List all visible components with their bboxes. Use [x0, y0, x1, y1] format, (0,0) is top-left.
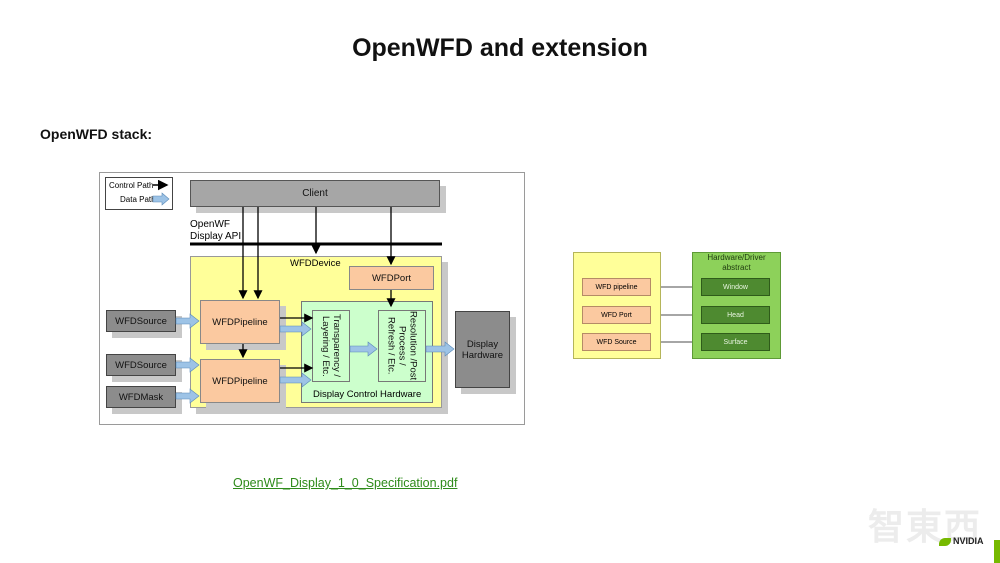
nvidia-eye-icon	[939, 537, 951, 546]
display-hardware-line1: Display	[466, 338, 499, 350]
transparency-label: Transparency / Layering / Etc.	[320, 314, 342, 378]
data-arrow-transparency-to-resolution	[349, 341, 378, 357]
nvidia-logo: NVIDIA	[939, 536, 984, 546]
hardware-abstract-header: Hardware/Driver abstract	[692, 253, 781, 273]
api-label: OpenWF Display API	[190, 219, 241, 243]
data-arrow-source1-to-pipeline1	[175, 313, 200, 329]
section-subtitle: OpenWFD stack:	[40, 126, 153, 142]
wfd-mask-box: WFDMask	[106, 386, 176, 408]
wfd-pipeline-item: WFD pipeline	[582, 278, 651, 296]
data-arrow-pipeline2-to-dch	[279, 372, 312, 388]
head-item: Head	[701, 306, 770, 324]
display-control-hardware-label: Display Control Hardware	[313, 389, 422, 400]
api-label-line2: Display API	[190, 231, 242, 242]
wfd-source-box-2: WFDSource	[106, 354, 176, 376]
wfd-source-item: WFD Source	[582, 333, 651, 351]
display-hardware-line2: Hardware	[461, 349, 504, 361]
wfd-pipeline-box-1: WFDPipeline	[200, 300, 280, 344]
legend-data-path-label: Data Path	[120, 195, 156, 204]
client-box: Client	[190, 180, 440, 207]
data-arrow-pipeline1-to-dch	[279, 321, 312, 337]
api-label-line1: OpenWF	[190, 219, 231, 230]
data-arrow-dch-to-display-hardware	[425, 341, 455, 357]
wfd-port-box: WFDPort	[349, 266, 434, 290]
hardware-abstract-header-line1: Hardware/Driver	[707, 253, 766, 262]
display-hardware-box: Display Hardware	[455, 311, 510, 388]
watermark-logo: 智東西	[868, 506, 983, 547]
hardware-abstract-header-line2: abstract	[722, 263, 751, 272]
transparency-box: Transparency / Layering / Etc.	[312, 310, 350, 382]
wfd-source-box-1: WFDSource	[106, 310, 176, 332]
wfd-pipeline-box-2: WFDPipeline	[200, 359, 280, 403]
resolution-box: Resolution /Post Process / Refresh / Etc…	[378, 310, 426, 382]
specification-link[interactable]: OpenWF_Display_1_0_Specification.pdf	[233, 476, 458, 490]
resolution-label: Resolution /Post Process / Refresh / Etc…	[385, 311, 419, 381]
page-title: OpenWFD and extension	[352, 34, 648, 62]
legend-control-path-label: Control Path	[109, 181, 154, 190]
legend-data-arrow	[152, 192, 170, 206]
wfd-port-item: WFD Port	[582, 306, 651, 324]
accent-bar	[994, 540, 1000, 563]
window-item: Window	[701, 278, 770, 296]
data-arrow-source2-to-pipeline2	[175, 357, 200, 373]
wfd-device-label: WFDDevice	[290, 258, 341, 269]
surface-item: Surface	[701, 333, 770, 351]
nvidia-logo-text: NVIDIA	[953, 536, 984, 546]
data-arrow-mask-to-pipeline2	[175, 388, 200, 404]
